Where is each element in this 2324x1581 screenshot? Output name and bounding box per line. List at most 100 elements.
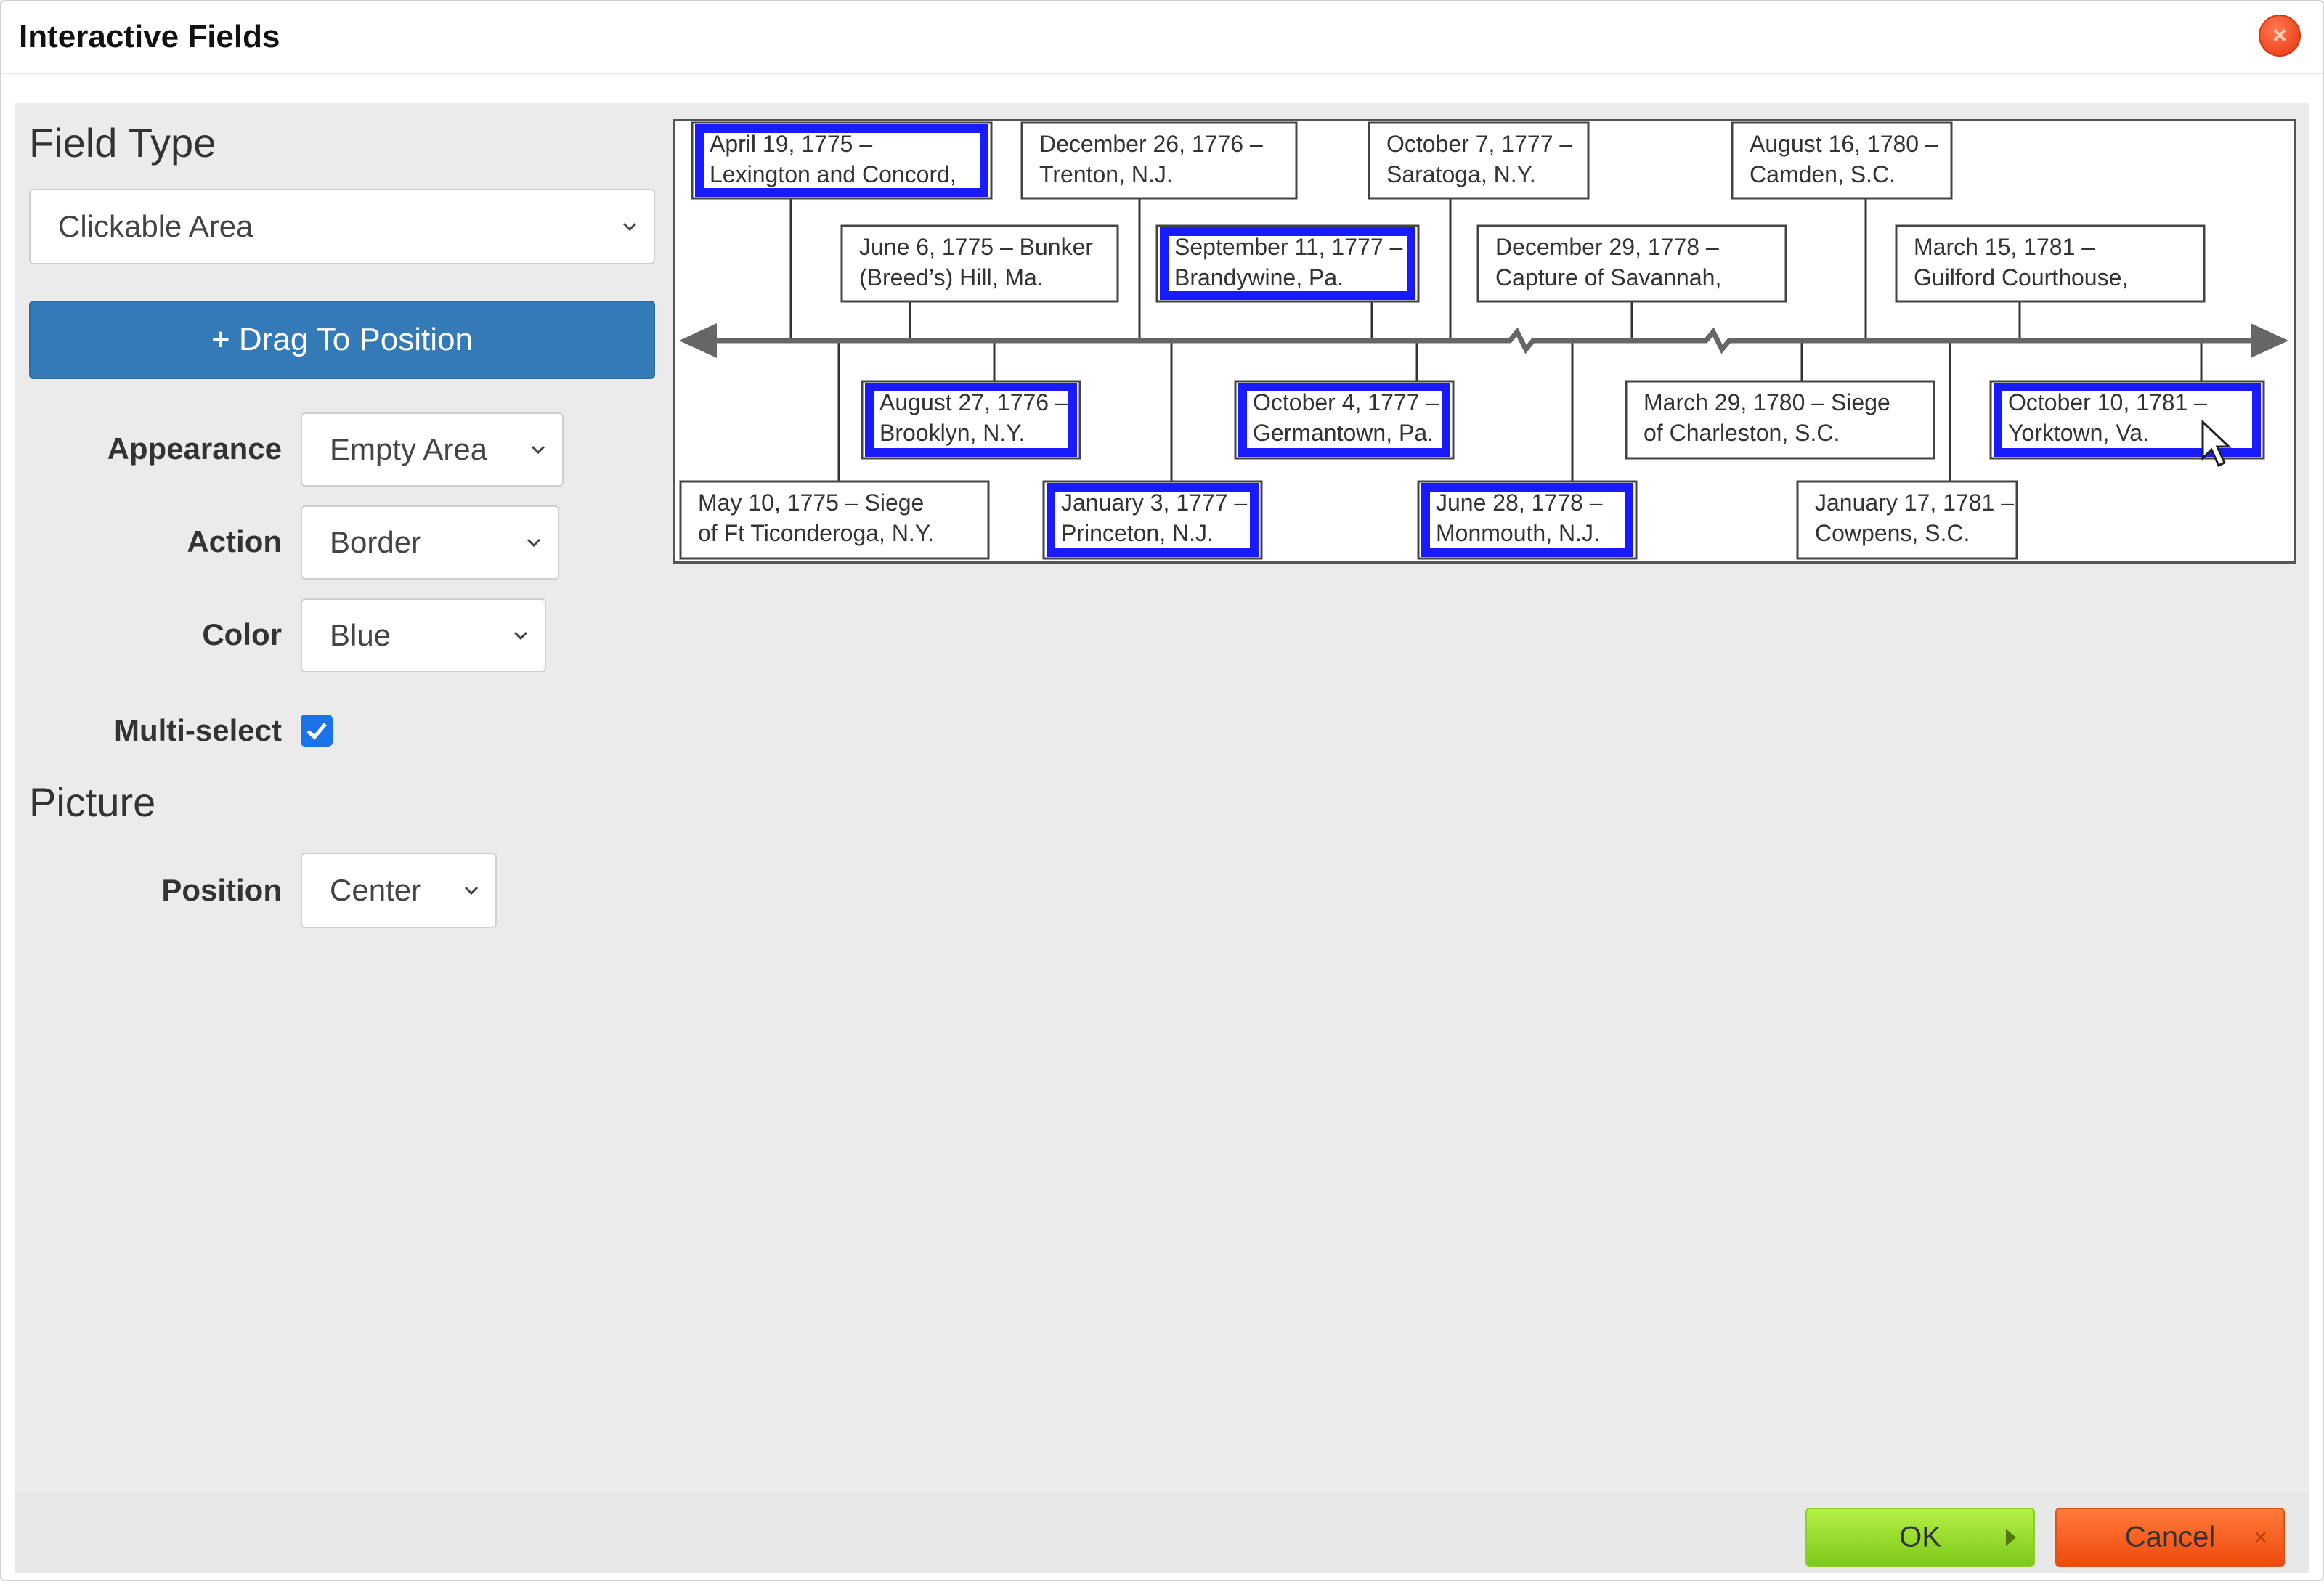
dialog-content: Field Type Clickable Area + Drag To Posi… xyxy=(15,103,2309,1489)
position-value: Center xyxy=(330,873,422,907)
event-box xyxy=(840,224,1119,303)
event-date: December 29, 1778 – xyxy=(1495,234,1719,260)
close-button[interactable]: × xyxy=(2259,15,2301,57)
event-date: December 26, 1776 – xyxy=(1039,131,1263,157)
selected-area-border xyxy=(1238,383,1450,457)
dialog-title: Interactive Fields xyxy=(19,19,280,54)
event-box xyxy=(1417,480,1638,560)
event-box xyxy=(1042,480,1263,560)
timeline-event[interactable]: January 17, 1781 – Cowpens, S.C. xyxy=(1796,480,2018,560)
color-select[interactable]: Blue xyxy=(301,598,546,672)
event-box xyxy=(679,480,990,560)
event-place: Lexington and Concord, xyxy=(710,161,956,187)
event-box xyxy=(861,380,1081,460)
event-place: of Ft Ticonderoga, N.Y. xyxy=(698,520,934,546)
timeline-svg: April 19, 1775 – Lexington and Concord, De… xyxy=(679,121,2288,560)
field-type-select[interactable]: Clickable Area xyxy=(29,189,655,264)
timeline-event[interactable]: June 6, 1775 – Bunker (Breed’s) Hill, Ma. xyxy=(840,224,1119,303)
event-date: October 4, 1777 – xyxy=(1253,389,1439,415)
event-box xyxy=(1368,121,1590,200)
close-icon: × xyxy=(2254,1524,2267,1550)
checkmark-icon xyxy=(306,723,327,740)
event-box xyxy=(1476,224,1787,303)
event-place: Germantown, Pa. xyxy=(1253,420,1434,446)
event-date: June 6, 1775 – Bunker xyxy=(859,234,1093,260)
appearance-label: Appearance xyxy=(107,431,282,466)
event-place: (Breed’s) Hill, Ma. xyxy=(859,264,1044,290)
cancel-label: Cancel xyxy=(2124,1521,2216,1553)
multiselect-label: Multi-select xyxy=(113,713,282,747)
selected-area-border xyxy=(695,124,988,197)
event-place: Brandywine, Pa. xyxy=(1174,264,1344,290)
event-place: of Charleston, S.C. xyxy=(1644,420,1840,446)
event-date: August 16, 1780 – xyxy=(1750,131,1938,157)
event-place: Capture of Savannah, xyxy=(1495,264,1721,290)
action-select[interactable]: Border xyxy=(301,505,559,580)
event-date: June 28, 1778 – xyxy=(1436,489,1603,516)
position-select[interactable]: Center xyxy=(301,853,497,928)
dialog-titlebar: Interactive Fields × xyxy=(1,1,2323,74)
timeline-event[interactable]: April 19, 1775 – Lexington and Concord, xyxy=(691,121,993,200)
timeline-event[interactable]: June 28, 1778 – Monmouth, N.J. xyxy=(1417,480,1638,560)
event-place: Trenton, N.J. xyxy=(1039,161,1173,187)
event-box xyxy=(1625,380,1935,460)
chevron-down-icon xyxy=(464,886,479,895)
event-box xyxy=(1796,480,2018,560)
timeline-picture[interactable]: April 19, 1775 – Lexington and Concord, De… xyxy=(673,119,2296,564)
event-place: Brooklyn, N.Y. xyxy=(879,420,1025,446)
event-date: September 11, 1777 – xyxy=(1174,234,1403,260)
timeline-event[interactable]: December 29, 1778 – Capture of Savannah, xyxy=(1476,224,1787,303)
event-place: Monmouth, N.J. xyxy=(1436,520,1600,546)
cancel-button[interactable]: Cancel × xyxy=(2055,1508,2285,1567)
color-label: Color xyxy=(202,617,282,651)
event-box xyxy=(691,121,993,200)
timeline-event[interactable]: October 4, 1777 – Germantown, Pa. xyxy=(1234,380,1455,460)
selected-area-border xyxy=(865,383,1077,457)
event-date: October 10, 1781 – xyxy=(2008,389,2207,415)
timeline-event[interactable]: October 7, 1777 –Saratoga, N.Y. xyxy=(1368,121,1590,200)
selected-area-border xyxy=(1160,227,1415,300)
timeline-event[interactable]: December 26, 1776 – Trenton, N.J. xyxy=(1020,121,1298,200)
timeline-event[interactable]: September 11, 1777 – Brandywine, Pa. xyxy=(1155,224,1420,303)
mouse-cursor-icon xyxy=(2201,419,2232,468)
timeline-event[interactable]: August 27, 1776 – Brooklyn, N.Y. xyxy=(861,380,1081,460)
chevron-down-icon xyxy=(527,538,541,548)
selected-area-border xyxy=(1421,483,1633,557)
field-type-heading: Field Type xyxy=(29,120,216,166)
arrow-right-icon xyxy=(2006,1529,2016,1546)
event-date: March 15, 1781 – xyxy=(1914,234,2095,260)
event-date: January 3, 1777 – xyxy=(1061,489,1247,516)
event-place: Yorktown, Va. xyxy=(2008,420,2149,446)
event-date: August 27, 1776 – xyxy=(879,389,1068,415)
appearance-select[interactable]: Empty Area xyxy=(301,412,564,487)
timeline-event[interactable]: January 3, 1777 – Princeton, N.J. xyxy=(1042,480,1263,560)
event-place: Camden, S.C. xyxy=(1750,161,1896,187)
ok-button[interactable]: OK xyxy=(1805,1508,2035,1567)
event-date: January 17, 1781 – xyxy=(1815,489,2014,516)
action-label: Action xyxy=(187,524,282,558)
timeline-event[interactable]: March 15, 1781 –Guilford Courthouse, xyxy=(1895,224,2206,303)
timeline-event[interactable]: August 16, 1780 – Camden, S.C. xyxy=(1731,121,1953,200)
selected-area-border xyxy=(1047,483,1259,557)
chevron-down-icon xyxy=(531,445,545,455)
drag-to-position-button[interactable]: + Drag To Position xyxy=(29,301,655,379)
picture-heading: Picture xyxy=(29,779,156,825)
timeline-event[interactable]: March 29, 1780 – Siege of Charleston, S.C… xyxy=(1625,380,1935,460)
event-date: April 19, 1775 – xyxy=(710,131,872,157)
selected-area-border xyxy=(1994,383,2261,457)
chevron-down-icon xyxy=(513,631,528,641)
ok-label: OK xyxy=(1899,1521,1941,1553)
appearance-value: Empty Area xyxy=(330,432,488,466)
event-box xyxy=(1020,121,1298,200)
color-value: Blue xyxy=(330,618,391,652)
event-place: Princeton, N.J. xyxy=(1061,520,1214,546)
event-box xyxy=(1155,224,1420,303)
multiselect-checkbox[interactable] xyxy=(301,715,333,747)
event-place: Cowpens, S.C. xyxy=(1815,520,1970,546)
event-box xyxy=(1234,380,1455,460)
event-date: March 29, 1780 – Siege xyxy=(1644,389,1890,415)
event-box xyxy=(1895,224,2206,303)
position-label: Position xyxy=(161,873,282,907)
arrow-left-icon xyxy=(679,323,717,358)
